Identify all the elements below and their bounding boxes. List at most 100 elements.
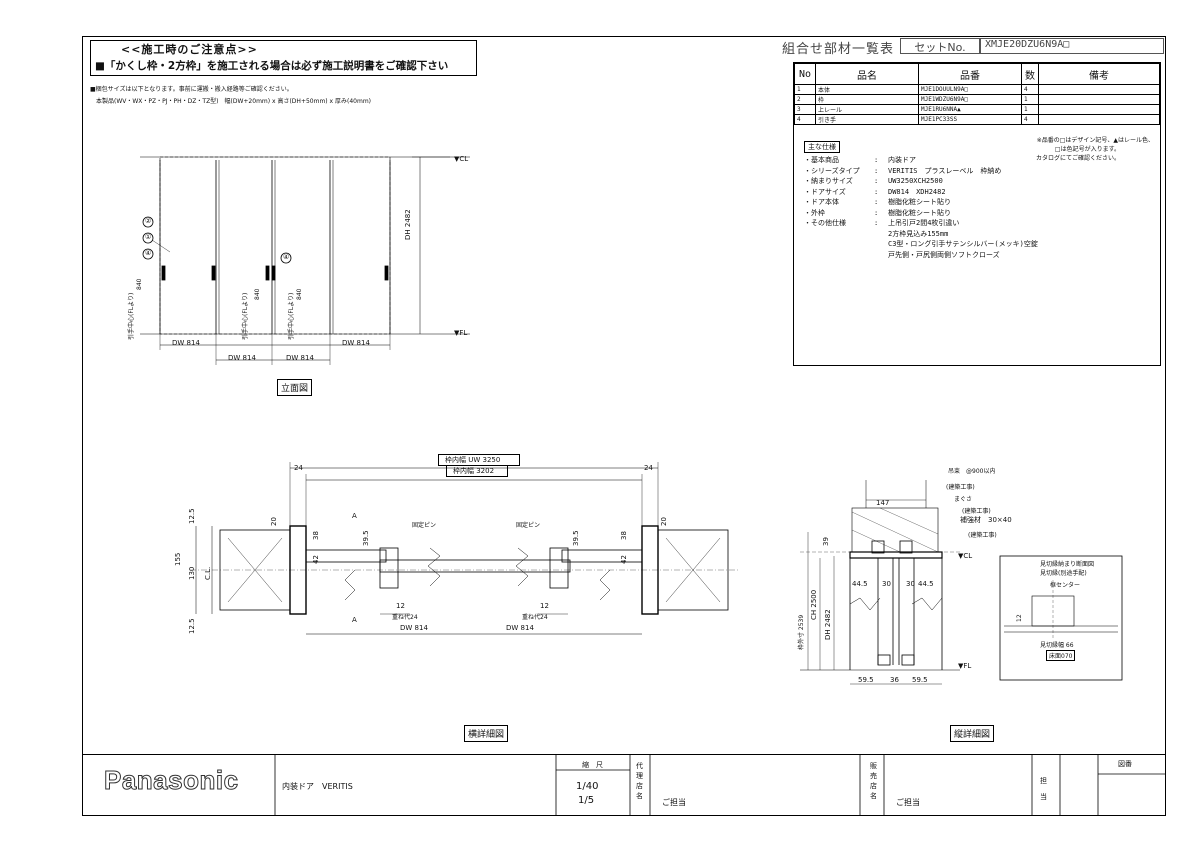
spec-item-colon: : (874, 187, 879, 196)
spec-item: ・基本商品: 内装ドア (804, 155, 1144, 166)
plan-dim-24-right: 24 (644, 464, 653, 472)
plan-dim-20-left: 20 (270, 517, 278, 526)
spec-item: ・外枠: 樹脂化粧シート貼り (804, 208, 1144, 219)
spec-item-value: C3型・ロング引手サテンシルバー(メッキ)空錠 (888, 240, 1038, 248)
section-const-2: (建築工事) (962, 508, 991, 515)
spec-item-label: ・ドアサイズ (804, 187, 846, 196)
plan-dim-42-right: 42 (620, 555, 628, 564)
section-frame-height: 枠外寸 2539 (798, 614, 805, 650)
elev-handle-height-2: 840 (254, 288, 261, 300)
elev-dw-dim-3: DW 814 (286, 354, 314, 362)
spec-item-label: ・その他仕様 (804, 219, 846, 227)
elev-dw-dim-4: DW 814 (342, 339, 370, 347)
spec-item: ・その他仕様:上吊引戸2間4枚引違い (804, 218, 1144, 229)
callout-1: ① (145, 233, 152, 241)
plan-dim-38-left: 38 (312, 531, 320, 540)
section-dim-59-5-left: 59.5 (858, 676, 874, 684)
spec-item: ・ドアサイズ: DW814 XDH2482 (804, 187, 1144, 198)
elev-handle-note-3: 引手中心(FLより) (288, 292, 295, 340)
drawing-sheet (82, 36, 1166, 816)
elevation-label: 立面図 (277, 379, 313, 396)
product-name: 内装ドア VERITIS (282, 782, 353, 791)
spec-item-colon: : (874, 156, 879, 164)
section-dim-147: 147 (876, 499, 890, 507)
section-dim-30-right: 30 (906, 580, 915, 588)
plan-label: 横詳細図 (464, 725, 509, 742)
spec-item: 2方枠見込み155mm (804, 229, 1144, 240)
plan-dim-38-right: 38 (620, 531, 628, 540)
footnote-3: カタログにてご確認ください。 (1035, 155, 1120, 162)
plan-dim-39-5-right: 39.5 (572, 530, 580, 546)
plan-dim-12-left: 12 (396, 602, 405, 610)
section-ch-dim: CH 2500 (810, 589, 818, 620)
plan-pin-left: 固定ピン (412, 522, 437, 529)
spec-item-value: DW814 XDH2482 (888, 187, 946, 196)
spec-item-label: ・シリーズタイプ (804, 166, 860, 175)
plan-dim-39-5-left: 39.5 (362, 530, 370, 546)
plan-dim-24-left: 24 (294, 464, 303, 472)
scale-2: 1/5 (578, 795, 595, 806)
scale-1: 1/40 (576, 781, 599, 792)
footnote-2: □は色記号が入ります。 (1054, 146, 1120, 153)
section-dim-36: 36 (890, 676, 899, 684)
agent-person: ご担当 (662, 798, 686, 807)
spec-item-value: UW3250XCH2500 (888, 177, 943, 185)
title-block: Panasonic 内装ドア VERITIS 縮 尺 1/40 1/5 代理店名… (82, 754, 1166, 817)
elev-handle-note-1: 引手中心(FLより) (128, 292, 135, 340)
staff-label: 担当 (1040, 777, 1047, 801)
section-hanger-note: 吊束 @900以内 (948, 468, 996, 475)
spec-item-value: 上吊引戸2間4枚引違い (888, 219, 960, 227)
inset-dim-12: 12 (1016, 614, 1023, 622)
packing-note: ■梱包サイズは以下となります。事前に運搬・搬入経路等ご確認ください。 (90, 86, 293, 93)
inset-title: 見切縁納まり断面図 (1040, 561, 1095, 568)
section-mabusa: まぐさ (954, 496, 973, 503)
scale-label: 縮 尺 (582, 761, 603, 769)
notes-title: <<施工時のご注意点>> (121, 43, 258, 56)
plan-inner-dim: 枠内幅 3202 (446, 465, 508, 477)
section-dh-dim: DH 2482 (824, 609, 832, 640)
construction-notes-box: <<施工時のご注意点>> ■「かくし枠・2方枠」を施工される場合は必ず施工説明書… (90, 40, 477, 76)
spec-heading: 主な仕様 (804, 141, 840, 153)
plan-section-a-bottom: A (352, 616, 357, 624)
inset-width-dim: 見切縁幅 66 (1040, 642, 1074, 649)
plan-section-a-top: A (352, 512, 357, 520)
spec-item: ・納まりサイズ:UW3250XCH2500 (804, 176, 1144, 187)
elev-dw-dim-2: DW 814 (228, 354, 256, 362)
plan-dw-left: DW 814 (400, 624, 428, 632)
spec-item-value: 樹脂化粧シート貼り (888, 198, 951, 206)
spec-item-label: ・納まりサイズ (804, 177, 853, 185)
plan-dim-12-right: 12 (540, 602, 549, 610)
parts-list-heading: 組合せ部材一覧表 (782, 42, 895, 57)
callout-2: ② (145, 217, 152, 225)
spec-item-colon: : (874, 198, 879, 206)
spec-item-value: 樹脂化粧シート貼り (888, 208, 951, 217)
spec-item: 戸先側・戸尻側両側ソフトクローズ (804, 250, 1144, 261)
spec-item: ・シリーズタイプ:VERITIS プラスレーベル 枠納め (804, 166, 1144, 177)
panasonic-logo: Panasonic (104, 765, 239, 796)
plan-overlap-left: 重ね代24 (392, 614, 418, 621)
spec-item-colon: : (874, 208, 879, 217)
agent-label: 代理店名 (636, 762, 643, 800)
elev-handle-note-2: 引手中心(FLより) (242, 292, 249, 340)
section-dim-30-left: 30 (882, 580, 891, 588)
section-dim-39: 39 (822, 537, 830, 546)
spec-item-value: 2方枠見込み155mm (888, 229, 949, 238)
spec-item-label: ・ドア本体 (804, 198, 839, 206)
elev-dw-dim-1: DW 814 (172, 339, 200, 347)
spec-item-value: VERITIS プラスレーベル 枠納め (888, 166, 1002, 175)
elev-handle-height-3: 840 (296, 288, 303, 300)
plan-dim-42-left: 42 (312, 555, 320, 564)
inset-gap-dim: 床面070 (1046, 650, 1076, 661)
plan-dim-130: 130 (188, 566, 196, 580)
section-const-3: (建築工事) (968, 532, 997, 539)
spec-item-label: ・外枠 (804, 208, 825, 217)
table-row: 4 引き手 MJE1PC33SS 4 (794, 114, 1160, 125)
spec-item-label: ・基本商品 (804, 156, 839, 164)
spec-item-value: 内装ドア (888, 156, 916, 164)
section-cl-marker: ▼CL (958, 552, 973, 560)
plan-cl-mark: C.L. (204, 566, 212, 580)
callout-4b: ④ (283, 253, 290, 261)
elev-fl-marker: ▼FL (454, 329, 468, 337)
parts-table: No 品名 品番 数 備考 1 本体 MJE1DOUULN9A□ 4 2 枠 M… (794, 63, 1160, 125)
